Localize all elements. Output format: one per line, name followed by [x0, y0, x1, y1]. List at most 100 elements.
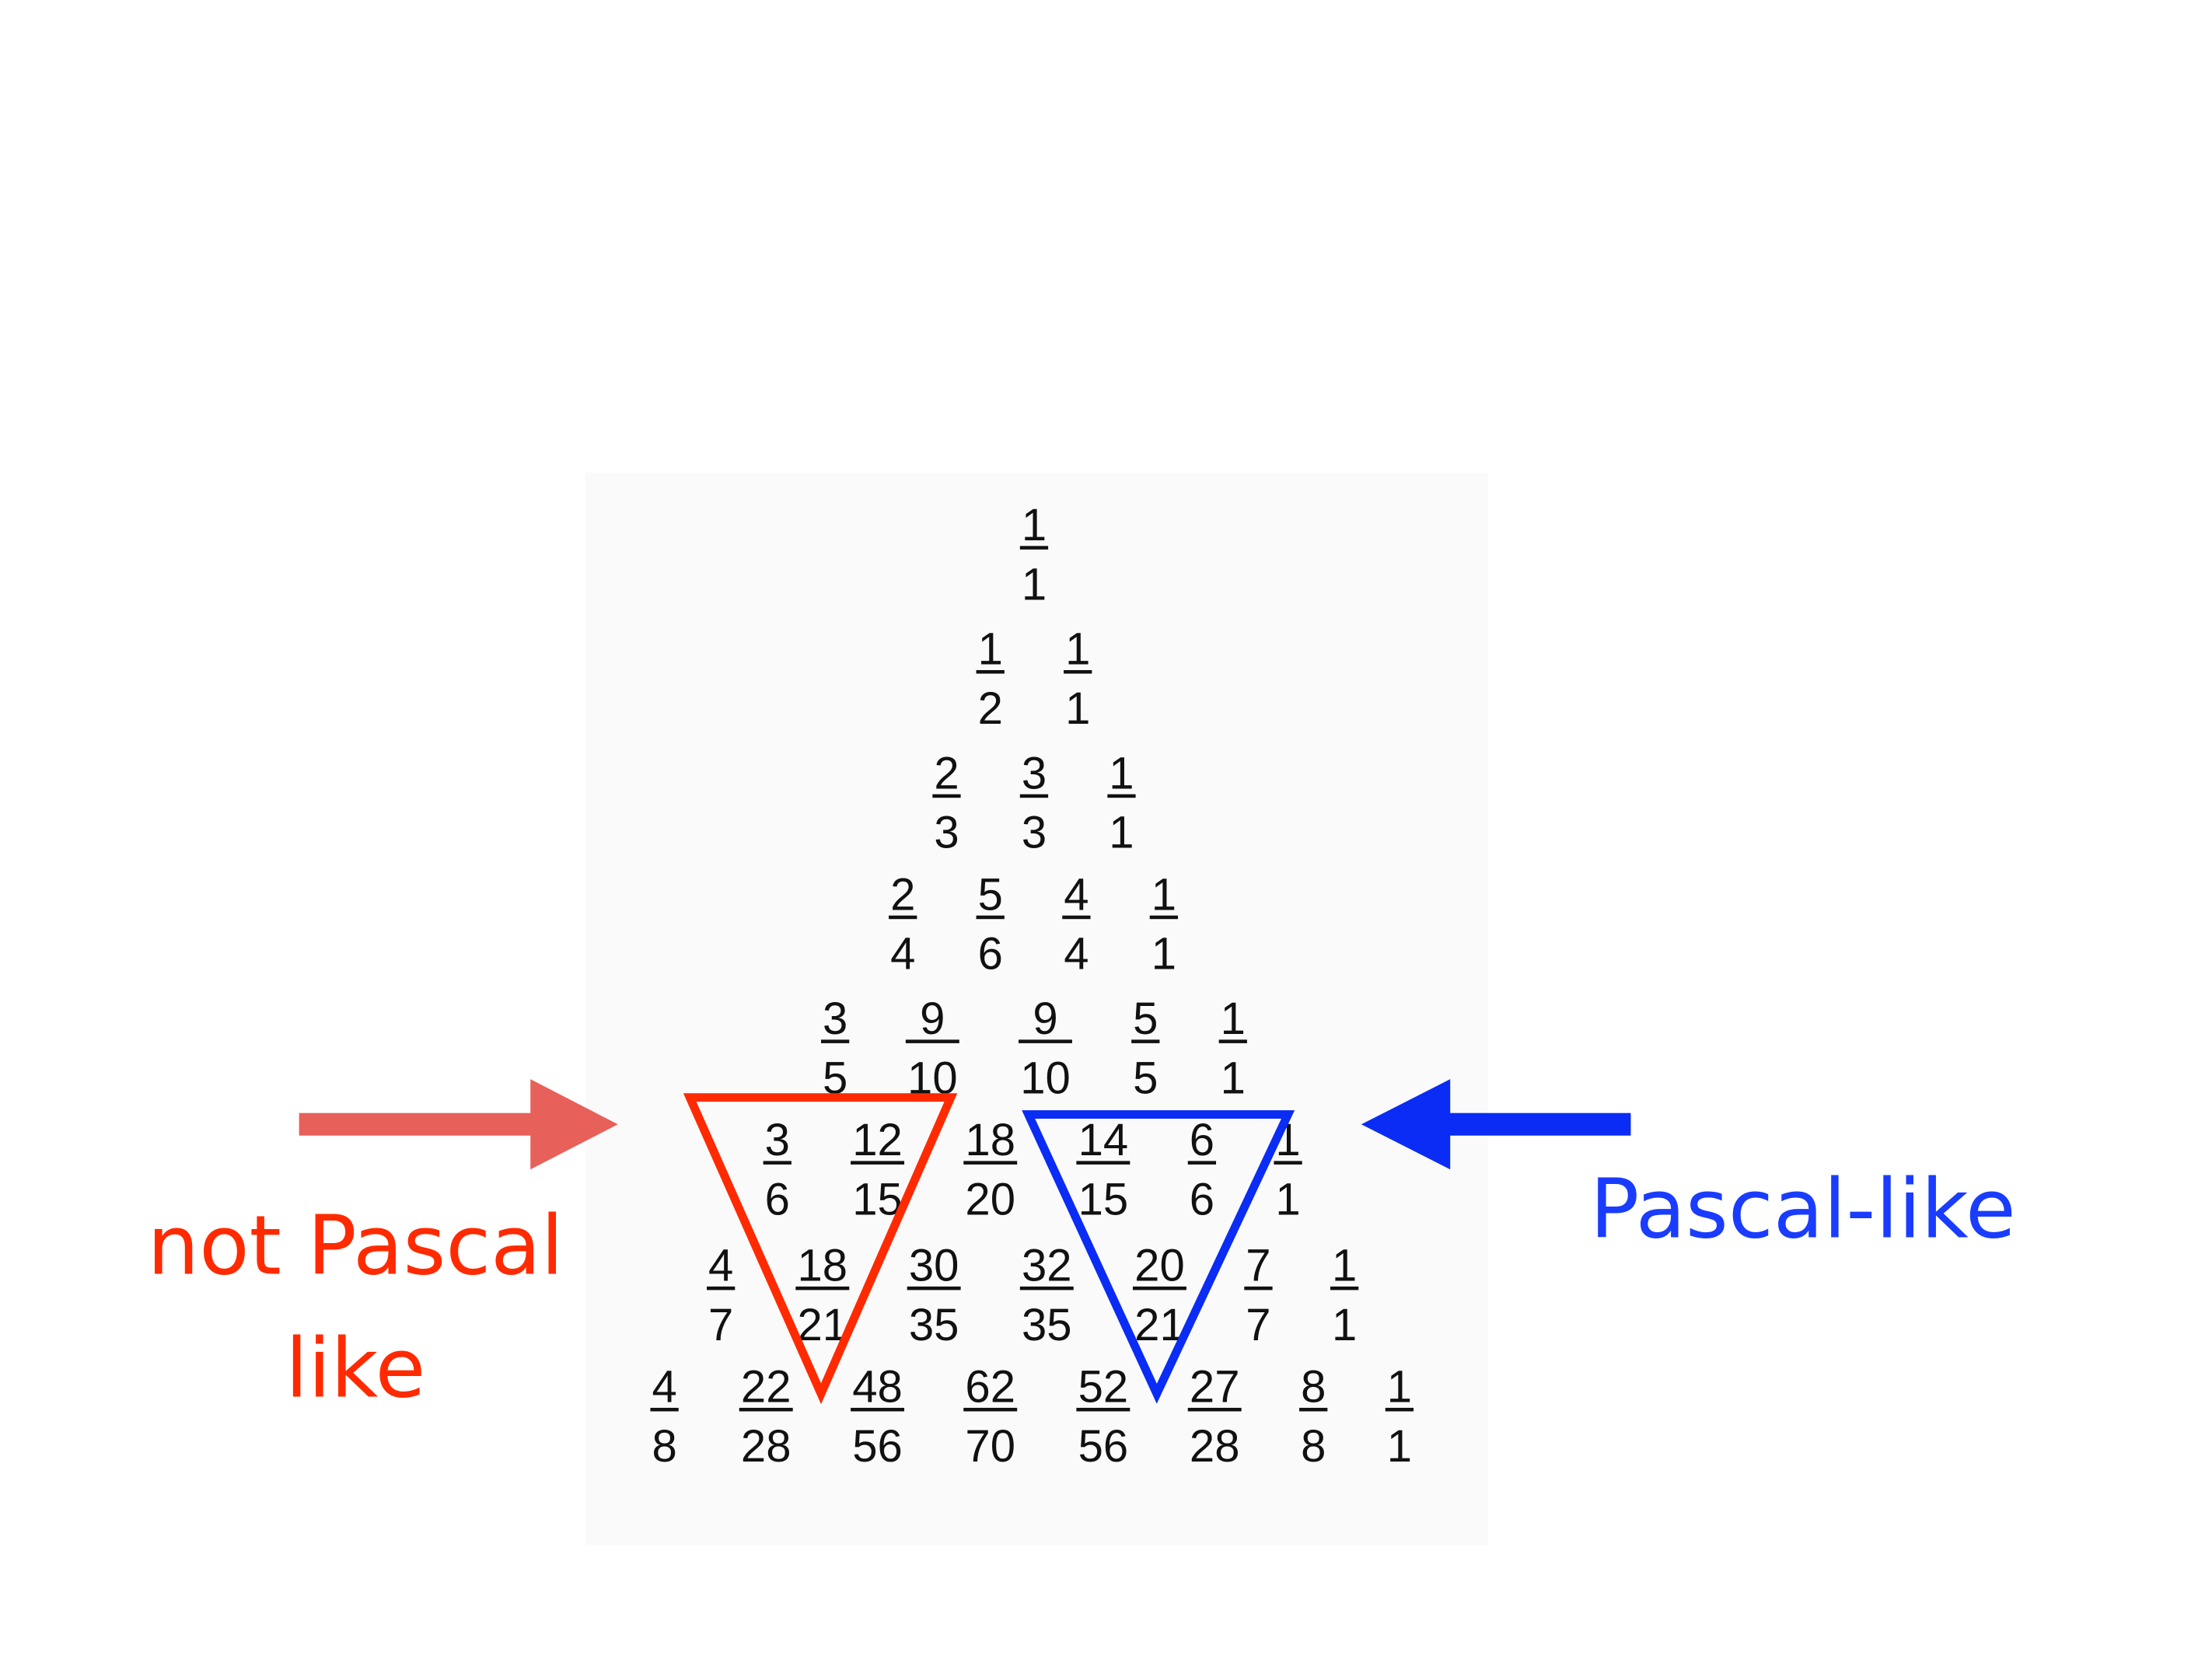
fraction-bar	[1132, 1286, 1186, 1291]
fraction: 66	[1187, 1115, 1217, 1224]
denominator: 35	[909, 1300, 959, 1350]
fraction-bar	[1149, 915, 1179, 920]
numerator: 1	[1221, 994, 1246, 1044]
fraction-bar	[1107, 794, 1136, 798]
fraction: 11	[1149, 869, 1179, 980]
fraction: 11	[1107, 748, 1136, 858]
fraction-bar	[1062, 915, 1091, 920]
fraction-bar	[1019, 1286, 1074, 1291]
denominator: 1	[1109, 808, 1134, 858]
numerator: 18	[965, 1115, 1015, 1165]
numerator: 1	[1109, 748, 1134, 798]
denominator: 3	[1022, 808, 1047, 858]
numerator: 2	[934, 748, 959, 798]
numerator: 22	[741, 1362, 791, 1413]
fraction: 44	[1062, 869, 1091, 980]
fraction-bar	[795, 1286, 850, 1291]
red-triangle-highlight	[683, 1093, 958, 1405]
fraction-bar	[963, 1161, 1018, 1165]
numerator: 12	[852, 1115, 903, 1165]
fraction-bar	[963, 1407, 1018, 1412]
fraction-bar	[976, 915, 1005, 920]
fraction-bar	[1019, 794, 1049, 798]
fraction: 33	[1019, 748, 1049, 858]
numerator: 6	[1190, 1115, 1214, 1165]
denominator: 35	[1022, 1300, 1072, 1350]
fraction-bar	[1244, 1286, 1273, 1291]
fraction-bar	[820, 1039, 850, 1043]
numerator: 4	[652, 1362, 676, 1413]
denominator: 1	[1387, 1421, 1412, 1472]
not-pascal-label-line2: like	[285, 1320, 425, 1416]
fraction: 55	[1131, 994, 1160, 1103]
fraction: 11	[1330, 1241, 1359, 1350]
fraction-bar	[932, 794, 961, 798]
fraction-bar	[1019, 546, 1049, 550]
right-arrow-icon	[299, 1079, 618, 1170]
denominator: 2	[978, 683, 1003, 734]
denominator: 21	[1134, 1300, 1185, 1350]
numerator: 3	[765, 1115, 790, 1165]
denominator: 5	[1133, 1053, 1158, 1103]
not-pascal-label: not Pascal	[148, 1198, 564, 1294]
numerator: 1	[978, 624, 1003, 675]
denominator: 8	[1301, 1421, 1326, 1472]
fraction: 48	[650, 1362, 679, 1472]
fraction-bar	[1187, 1161, 1217, 1165]
numerator: 1	[1387, 1362, 1412, 1413]
fraction: 11	[1385, 1362, 1414, 1472]
fraction-bar	[976, 669, 1005, 674]
numerator: 1	[1065, 624, 1090, 675]
fraction-bar	[1076, 1161, 1130, 1165]
table-background	[585, 472, 1489, 1545]
left-arrow-icon	[1361, 1079, 1631, 1170]
denominator: 6	[1190, 1174, 1214, 1224]
numerator: 5	[1133, 994, 1158, 1044]
numerator: 9	[920, 994, 945, 1044]
fraction-bar	[1330, 1286, 1359, 1291]
denominator: 1	[1221, 1053, 1246, 1103]
denominator: 4	[890, 929, 915, 980]
numerator: 27	[1190, 1362, 1240, 1413]
fraction: 11	[1064, 624, 1092, 734]
fraction-bar	[1019, 1039, 1072, 1043]
fraction-bar	[1131, 1039, 1160, 1043]
denominator: 1	[1022, 559, 1047, 609]
denominator: 70	[965, 1421, 1015, 1472]
numerator: 9	[1033, 994, 1057, 1044]
blue-triangle-highlight	[1022, 1110, 1295, 1404]
fraction-bar	[763, 1161, 791, 1165]
denominator: 7	[1246, 1300, 1270, 1350]
numerator: 14	[1078, 1115, 1129, 1165]
numerator: 48	[852, 1362, 903, 1413]
fraction: 12	[976, 624, 1005, 734]
numerator: 5	[978, 869, 1003, 920]
numerator: 20	[1134, 1241, 1185, 1291]
fraction-bar	[889, 915, 917, 920]
denominator: 6	[765, 1174, 790, 1224]
denominator: 28	[741, 1421, 791, 1472]
fraction-bar	[1299, 1407, 1328, 1412]
fraction: 11	[1218, 994, 1247, 1103]
numerator: 18	[798, 1241, 848, 1291]
fraction: 24	[889, 869, 917, 980]
denominator: 1	[1065, 683, 1090, 734]
fraction: 77	[1244, 1241, 1273, 1350]
denominator: 7	[708, 1300, 733, 1350]
denominator: 1	[1275, 1174, 1300, 1224]
fraction-bar	[1385, 1407, 1414, 1412]
fraction: 910	[1019, 994, 1072, 1103]
denominator: 15	[1078, 1174, 1129, 1224]
numerator: 30	[909, 1241, 959, 1291]
fraction-bar	[905, 1039, 959, 1043]
fraction: 56	[976, 869, 1005, 980]
denominator: 8	[652, 1421, 676, 1472]
denominator: 20	[965, 1174, 1015, 1224]
numerator: 7	[1246, 1241, 1270, 1291]
